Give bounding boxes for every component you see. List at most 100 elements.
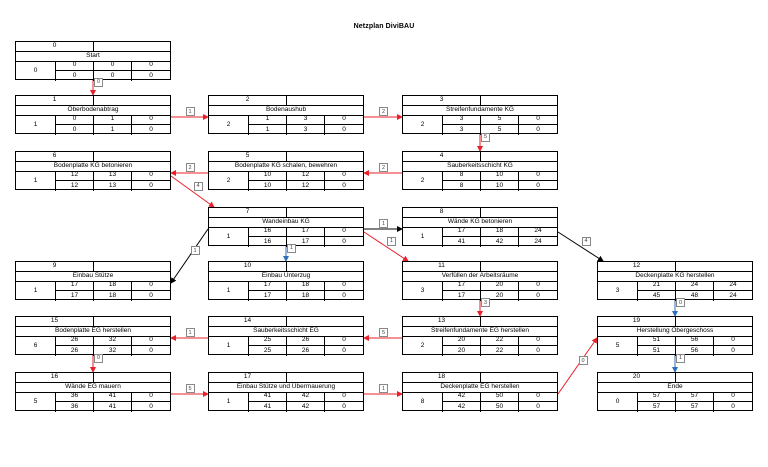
schedule-value: 0 xyxy=(132,115,170,125)
schedule-value: 51 xyxy=(638,346,676,356)
schedule-value: 25 xyxy=(249,346,287,356)
schedule-value: 13 xyxy=(94,171,132,181)
lag-label: 2 xyxy=(379,107,388,116)
schedule-value: 0 xyxy=(94,71,132,81)
lag-label: 5 xyxy=(379,328,388,337)
schedule-value: 24 xyxy=(519,227,557,237)
activity-duration: 5 xyxy=(598,336,638,356)
schedule-value: 17 xyxy=(56,281,94,291)
schedule-value: 56 xyxy=(676,336,714,346)
schedule-value: 50 xyxy=(481,402,519,412)
schedule-value: 1 xyxy=(249,115,287,125)
schedule-value: 42 xyxy=(481,237,519,247)
schedule-value: 12 xyxy=(56,181,94,191)
schedule-value: 0 xyxy=(132,281,170,291)
edge-7-11 xyxy=(363,231,409,262)
activity-duration: 0 xyxy=(16,61,56,81)
schedule-value: 0 xyxy=(536,291,540,299)
schedule-value: 32 xyxy=(94,346,132,356)
activity-duration: 2 xyxy=(403,336,443,356)
activity-number: 20 xyxy=(598,373,676,382)
lag-label: 5 xyxy=(481,132,490,142)
activity-number: 16 xyxy=(16,373,94,382)
schedule-value: 8 xyxy=(443,171,481,181)
schedule-value: 17 xyxy=(287,227,325,237)
activity-number: 11 xyxy=(403,262,481,271)
schedule-value: 0 xyxy=(519,281,557,291)
schedule-value: 0 xyxy=(536,181,540,189)
schedule-value: 5 xyxy=(481,115,519,125)
schedule-value: 0 xyxy=(731,346,735,354)
schedule-value: 18 xyxy=(287,281,325,291)
activity-duration: 1 xyxy=(209,336,249,356)
schedule-value: 57 xyxy=(676,402,714,412)
edge-6-7 xyxy=(170,175,215,208)
activity-duration: 6 xyxy=(16,336,56,356)
activity-duration: 2 xyxy=(403,171,443,191)
schedule-value: 0 xyxy=(536,125,540,133)
schedule-value: 10 xyxy=(481,181,519,191)
schedule-value: 0 xyxy=(56,61,94,71)
schedule-value: 41 xyxy=(94,402,132,412)
schedule-value: 0 xyxy=(342,402,346,410)
schedule-value: 0 xyxy=(342,237,346,245)
schedule-value: 42 xyxy=(443,392,481,402)
schedule-value: 0 xyxy=(342,346,346,354)
lag-label: 1 xyxy=(676,353,685,363)
lag-label: 1 xyxy=(185,107,195,116)
edge-18-19 xyxy=(557,337,598,395)
schedule-value: 0 xyxy=(56,125,94,135)
activity-duration: 1 xyxy=(16,171,56,191)
lag-label: 0 xyxy=(94,353,103,363)
activity-number: 8 xyxy=(403,208,481,217)
activity-duration: 2 xyxy=(403,115,443,135)
schedule-value: 57 xyxy=(638,392,676,402)
schedule-value: 20 xyxy=(481,281,519,291)
activity-duration: 3 xyxy=(598,281,638,301)
schedule-value: 42 xyxy=(287,402,325,412)
lag-label: 4 xyxy=(581,236,591,246)
lag-label: 1 xyxy=(287,243,296,253)
schedule-value: 0 xyxy=(149,181,153,189)
schedule-value: 0 xyxy=(342,291,346,299)
activity-number: 9 xyxy=(16,262,94,271)
schedule-value: 3 xyxy=(287,115,325,125)
schedule-value: 0 xyxy=(519,115,557,125)
schedule-value: 0 xyxy=(714,392,752,402)
activity-duration: 8 xyxy=(403,392,443,412)
schedule-value: 25 xyxy=(249,336,287,346)
schedule-value: 5 xyxy=(481,125,519,135)
schedule-value: 0 xyxy=(342,181,346,189)
schedule-value: 0 xyxy=(325,115,363,125)
schedule-value: 0 xyxy=(132,336,170,346)
schedule-value: 10 xyxy=(249,181,287,191)
activity-number: 15 xyxy=(16,317,94,326)
schedule-value: 0 xyxy=(325,227,363,237)
schedule-value: 0 xyxy=(519,336,557,346)
schedule-value: 3 xyxy=(443,115,481,125)
lag-label: 2 xyxy=(185,163,195,172)
schedule-value: 0 xyxy=(536,346,540,354)
activity-number: 6 xyxy=(16,152,94,161)
schedule-value: 57 xyxy=(676,392,714,402)
schedule-value: 18 xyxy=(94,291,132,301)
schedule-value: 17 xyxy=(287,237,325,247)
schedule-value: 21 xyxy=(638,281,676,291)
activity-number: 1 xyxy=(16,96,94,105)
schedule-value: 51 xyxy=(638,336,676,346)
activity-number: 14 xyxy=(209,317,287,326)
activity-number: 2 xyxy=(209,96,287,105)
schedule-value: 36 xyxy=(56,392,94,402)
schedule-value: 41 xyxy=(249,402,287,412)
schedule-value: 0 xyxy=(325,281,363,291)
